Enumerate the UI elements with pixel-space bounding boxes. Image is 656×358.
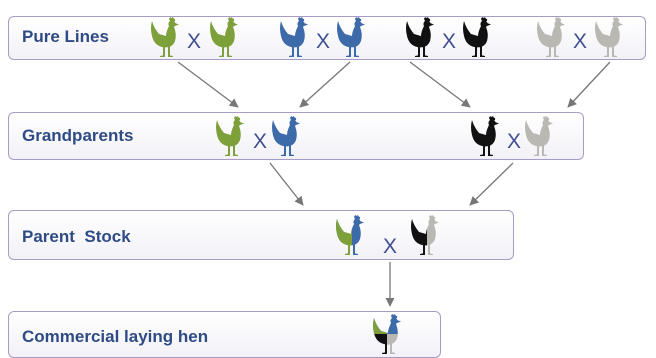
- cross-symbol: X: [573, 30, 588, 53]
- cross-symbol: X: [253, 130, 268, 153]
- stage-commercial-box: [8, 311, 441, 358]
- arrow-gray-to-grandparents: [567, 61, 611, 108]
- cross-symbol: X: [187, 30, 202, 53]
- cross-symbol: X: [383, 235, 398, 258]
- arrow-grandparents-right-to-parent: [469, 162, 514, 206]
- arrow-grandparents-left-to-parent: [269, 162, 304, 206]
- stage-label-commercial: Commercial laying hen: [22, 327, 209, 346]
- stage-label-grandparents: Grandparents: [22, 126, 134, 145]
- arrow-green-to-grandparents: [177, 61, 239, 108]
- arrow-blue-to-grandparents: [299, 61, 351, 108]
- stage-label-parent-stock: Parent Stock: [22, 227, 131, 246]
- cross-symbol: X: [316, 30, 331, 53]
- cross-symbol: X: [442, 30, 457, 53]
- arrow-black-to-grandparents: [409, 61, 471, 108]
- cross-symbol: X: [507, 130, 522, 153]
- stage-label-pure-lines: Pure Lines: [22, 27, 109, 46]
